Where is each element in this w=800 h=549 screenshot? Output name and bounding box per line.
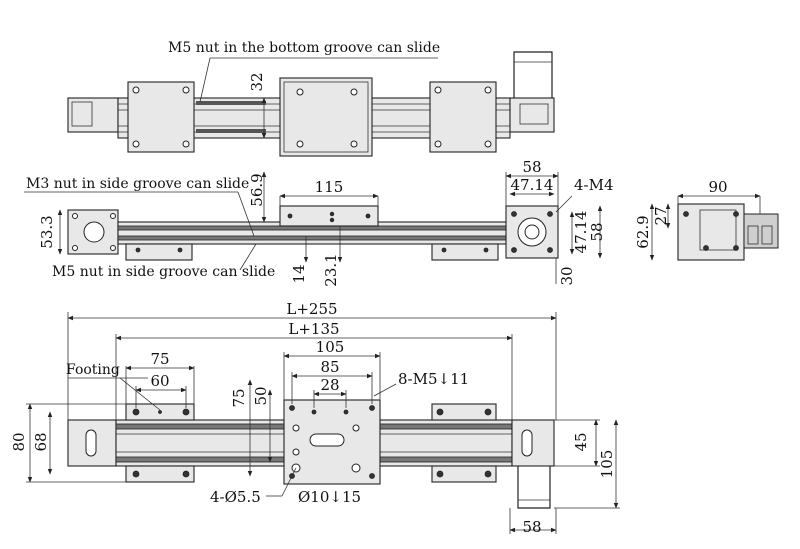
label-holes-spec: 4-Ø5.5 [210, 488, 261, 506]
dim-side-23-1: 23.1 [322, 253, 340, 286]
dim-side-53-3: 53.3 [38, 215, 56, 248]
dim-carriage-85: 85 [320, 358, 339, 376]
dim-carriage-28: 28 [320, 376, 339, 394]
dim-flange-47-14-h: 47.14 [511, 176, 554, 194]
dim-right-45: 45 [572, 432, 590, 451]
side-view: 53.3 115 56.9 14 23.1 58 47.14 4-M4 47.1… [24, 158, 614, 287]
label-m5-holes: 8-M5↓11 [398, 370, 469, 388]
dim-flange-30: 30 [558, 266, 576, 285]
dim-left-80: 80 [10, 432, 28, 451]
dim-end-27: 27 [652, 206, 670, 225]
dim-carriage-75-v: 75 [230, 388, 248, 407]
dim-flange-58-v: 58 [588, 222, 606, 241]
bottom-view: L+255 L+135 75 60 105 85 28 75 50 [10, 300, 620, 536]
dim-flange-4-m4: 4-M4 [574, 176, 614, 194]
label-bottom-groove: M5 nut in the bottom groove can slide [168, 40, 440, 56]
label-m5-side-groove: M5 nut in side groove can slide [52, 264, 275, 280]
dim-side-14: 14 [290, 264, 308, 283]
label-counterbore: Ø10↓15 [298, 488, 361, 506]
dim-carriage-50-v: 50 [252, 386, 270, 405]
dim-flange-47-14-v: 47.14 [572, 211, 590, 254]
dim-motor-58: 58 [522, 518, 541, 536]
dim-total-l255: L+255 [286, 300, 337, 318]
dim-foot-75: 75 [150, 350, 169, 368]
dim-foot-60: 60 [150, 372, 169, 390]
label-m3-side-groove: M3 nut in side groove can slide [26, 176, 249, 192]
dim-top-height: 32 [248, 72, 266, 91]
dim-flange-58: 58 [522, 158, 541, 176]
dim-side-56-9: 56.9 [248, 173, 266, 206]
dim-left-68: 68 [32, 432, 50, 451]
dim-right-105: 105 [598, 450, 616, 479]
label-footing: Footing [66, 362, 120, 378]
dim-side-115: 115 [315, 178, 344, 196]
dim-total-l135: L+135 [288, 320, 339, 338]
end-view: 90 27 62.9 [634, 178, 779, 261]
top-view: 32 M5 nut in the bottom groove can slide [67, 40, 555, 157]
dim-end-90: 90 [708, 178, 727, 196]
dim-carriage-105: 105 [316, 338, 345, 356]
dim-end-62-9: 62.9 [634, 215, 652, 248]
